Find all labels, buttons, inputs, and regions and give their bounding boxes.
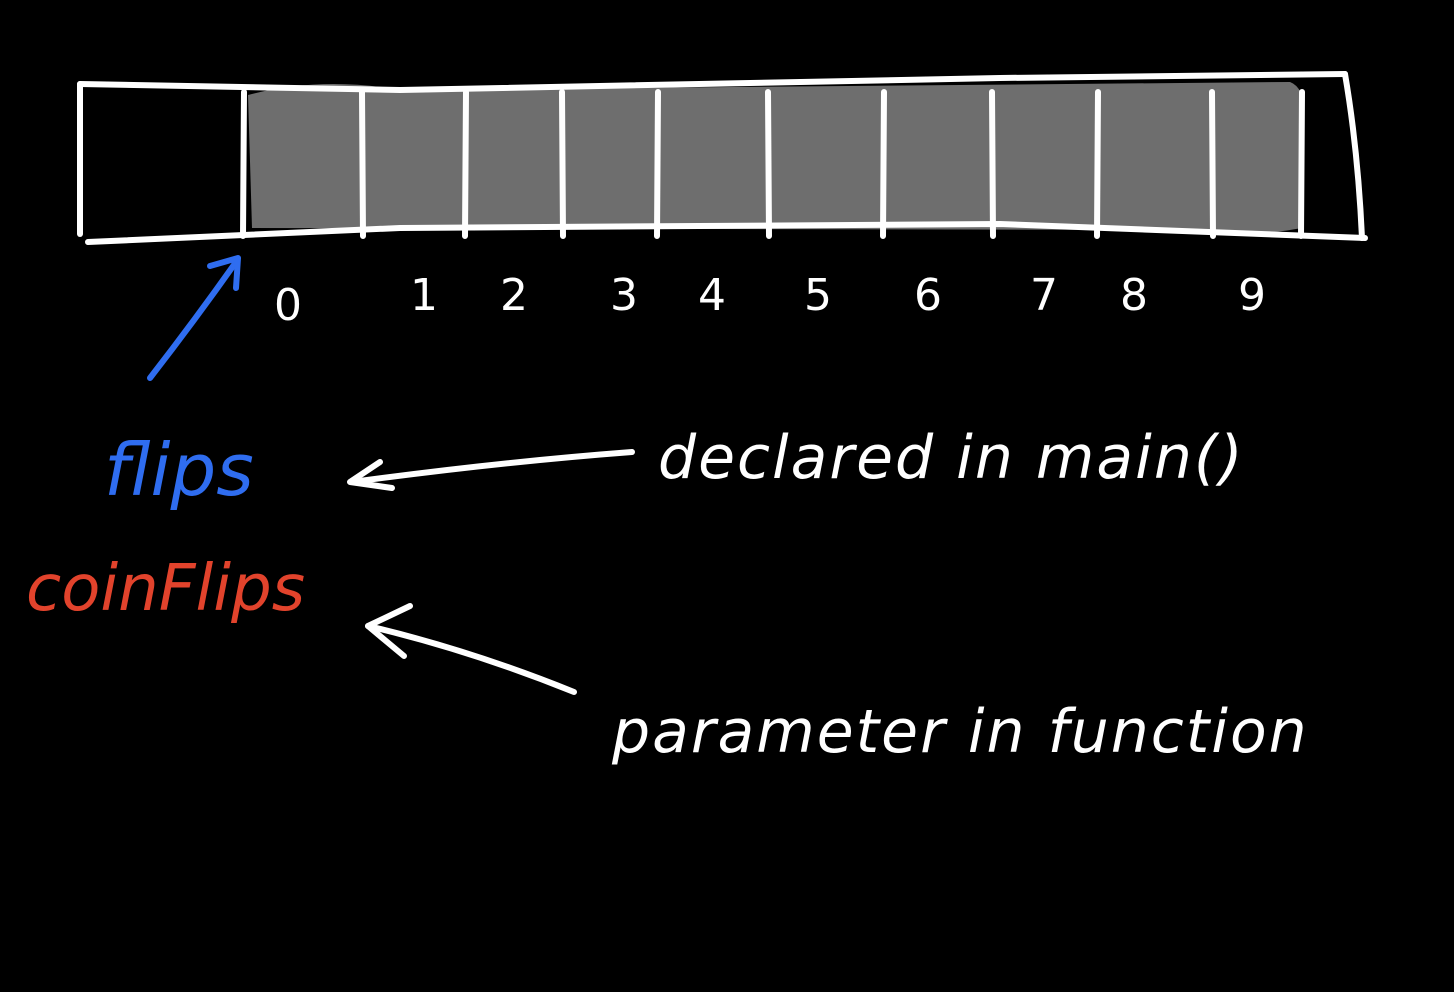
cell-divider-6 bbox=[880, 89, 887, 239]
array-index-labels: 0 1 2 3 4 5 6 7 8 9 bbox=[274, 270, 1266, 331]
cell-divider-1 bbox=[359, 89, 366, 239]
array-right-edge bbox=[1342, 71, 1365, 241]
flips-pointer-arrow bbox=[147, 255, 241, 381]
index-label-3: 3 bbox=[610, 270, 638, 321]
index-label-6: 6 bbox=[914, 270, 942, 321]
cell-divider-2 bbox=[462, 89, 469, 239]
cell-divider-3 bbox=[559, 89, 566, 239]
array-top-edge bbox=[77, 71, 1348, 93]
index-label-1: 1 bbox=[410, 270, 438, 321]
parameter-arrow bbox=[365, 603, 577, 695]
array-shaded-region bbox=[248, 82, 1305, 234]
index-label-4: 4 bbox=[698, 270, 726, 321]
coin-flips-label: coinFlips bbox=[26, 552, 305, 626]
declared-in-main-note: declared in main() bbox=[658, 423, 1245, 493]
declared-arrow bbox=[347, 449, 635, 491]
flips-label: flips bbox=[104, 428, 254, 512]
index-label-2: 2 bbox=[500, 270, 528, 321]
array-cell-dividers bbox=[240, 89, 1305, 239]
cell-divider-7 bbox=[989, 89, 996, 239]
index-label-5: 5 bbox=[804, 270, 832, 321]
cell-divider-10 bbox=[1298, 89, 1305, 239]
index-label-7: 7 bbox=[1030, 270, 1058, 321]
cell-divider-8 bbox=[1094, 89, 1101, 239]
cell-divider-4 bbox=[654, 89, 661, 239]
cell-divider-9 bbox=[1209, 89, 1216, 239]
index-label-0: 0 bbox=[274, 280, 302, 331]
cell-divider-5 bbox=[765, 89, 772, 239]
cell-divider-0 bbox=[240, 89, 247, 239]
index-label-8: 8 bbox=[1120, 270, 1148, 321]
index-label-9: 9 bbox=[1238, 270, 1266, 321]
parameter-in-function-note: parameter in function bbox=[611, 697, 1309, 767]
